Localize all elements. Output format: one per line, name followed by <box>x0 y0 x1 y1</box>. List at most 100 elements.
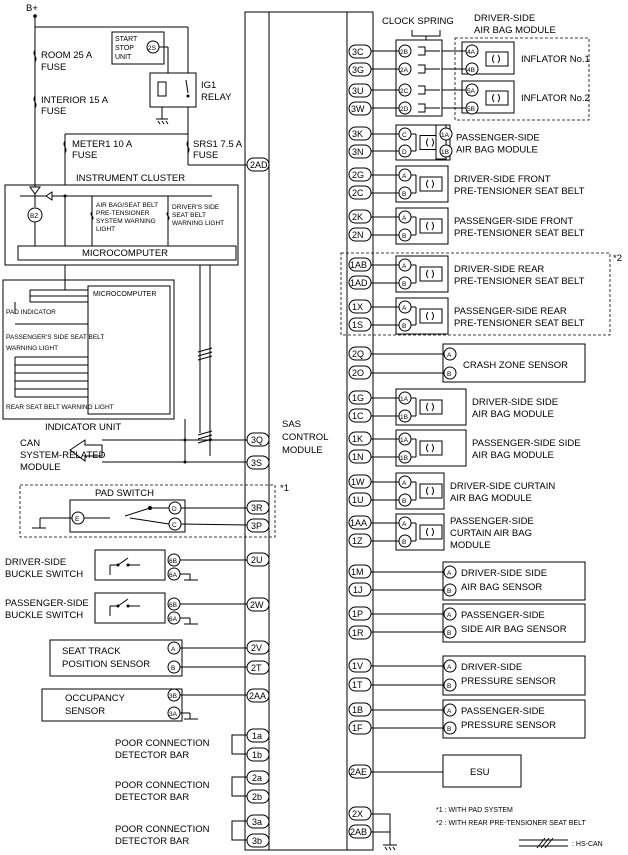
interior-fuse-icon <box>33 95 37 109</box>
svg-text:ESU: ESU <box>470 767 490 778</box>
svg-text:1X: 1X <box>352 302 363 312</box>
svg-text:2b: 2b <box>252 792 262 802</box>
svg-text:6B: 6B <box>169 558 177 565</box>
svg-text:A: A <box>402 263 407 270</box>
svg-text:1W: 1W <box>351 477 365 487</box>
pin-3U: 3U <box>348 83 372 98</box>
sas-label-1: SAS <box>282 419 301 430</box>
svg-text:PAD SWITCH: PAD SWITCH <box>95 488 154 499</box>
interior-fuse-label-1: INTERIOR 15 A <box>41 95 109 106</box>
svg-text:3Q: 3Q <box>251 435 263 445</box>
svg-text:UNIT: UNIT <box>115 54 132 61</box>
svg-text:B: B <box>402 281 406 288</box>
svg-text:DRIVER-SIDE: DRIVER-SIDE <box>474 13 535 24</box>
room-fuse-label-1: ROOM 25 A <box>41 50 93 61</box>
svg-text:2C: 2C <box>400 88 409 95</box>
svg-text:POOR CONNECTION: POOR CONNECTION <box>115 738 210 749</box>
svg-text:PASSENGER-SIDE: PASSENGER-SIDE <box>461 706 545 717</box>
power-supply: B+ ROOM 25 A FUSE INTERIOR 15 A FUSE STA… <box>26 3 247 196</box>
svg-text:DETECTOR BAR: DETECTOR BAR <box>115 750 189 761</box>
svg-text:1B: 1B <box>400 414 408 421</box>
svg-text:A: A <box>447 352 452 359</box>
svg-text:A: A <box>402 215 407 222</box>
svg-text:3N: 3N <box>352 147 364 157</box>
svg-text:2a: 2a <box>252 773 262 783</box>
pin-1N: 1N <box>348 449 372 464</box>
svg-text:1R: 1R <box>352 628 364 638</box>
svg-text:PASSENGER-SIDE REAR: PASSENGER-SIDE REAR <box>454 306 567 317</box>
svg-text:1B: 1B <box>441 149 449 156</box>
svg-text:2U: 2U <box>251 555 263 565</box>
svg-text:MICROCOMPUTER: MICROCOMPUTER <box>82 248 168 259</box>
pin-1F: 1F <box>348 720 372 735</box>
pin-1M: 1M <box>348 564 372 579</box>
can-arrow-icon <box>69 439 103 462</box>
svg-text:CRASH ZONE SENSOR: CRASH ZONE SENSOR <box>463 360 568 371</box>
svg-text:MODULE: MODULE <box>20 462 61 473</box>
svg-text:B: B <box>402 191 406 198</box>
interior-fuse-label-2: FUSE <box>41 106 66 117</box>
pin-3b: 3b <box>246 833 270 848</box>
inflator-2-icon <box>485 90 509 106</box>
svg-text:SYSTEM WARNING: SYSTEM WARNING <box>96 218 156 225</box>
svg-text:3S: 3S <box>251 458 262 468</box>
svg-text:1S: 1S <box>352 320 363 330</box>
note-2: *2 : WITH REAR PRE-TENSIONER SEAT BELT <box>436 820 586 827</box>
svg-text:1M: 1M <box>351 567 364 577</box>
svg-text:2AA: 2AA <box>249 691 266 701</box>
svg-text:A: A <box>402 480 407 487</box>
svg-text:IG1: IG1 <box>201 80 216 91</box>
svg-text:1J: 1J <box>353 585 363 595</box>
svg-text:1U: 1U <box>352 495 364 505</box>
poor-connection-bar-3: POOR CONNECTION DETECTOR BAR <box>115 820 247 847</box>
svg-text:5B: 5B <box>467 106 475 113</box>
svg-text:1K: 1K <box>352 434 363 444</box>
svg-text:B: B <box>447 683 451 690</box>
driver-belt-light-icon <box>166 211 170 221</box>
ground-2x-2ab <box>371 813 397 851</box>
svg-text:3b: 3b <box>252 836 262 846</box>
svg-text:DRIVER-SIDE SIDE: DRIVER-SIDE SIDE <box>461 568 547 579</box>
pin-1a: 1a <box>246 728 270 743</box>
svg-text:BZ: BZ <box>30 213 38 220</box>
svg-text:2B: 2B <box>400 49 408 56</box>
svg-text:A: A <box>402 305 407 312</box>
svg-text:3W: 3W <box>351 104 365 114</box>
svg-text:PRESSURE SENSOR: PRESSURE SENSOR <box>461 720 556 731</box>
rear-pretensioner-dashed-box <box>340 252 611 336</box>
svg-text:DRIVER-SIDE: DRIVER-SIDE <box>5 557 66 568</box>
b-plus-label: B+ <box>26 3 38 14</box>
svg-text:3A: 3A <box>169 711 178 718</box>
svg-text:1A: 1A <box>441 132 450 139</box>
poor-connection-bar-2: POOR CONNECTION DETECTOR BAR <box>115 776 247 803</box>
right-pins: 3C 3G 3U 3W 3K 3N 2G 2C 2K 2N 1AB 1AD 1X… <box>348 44 372 839</box>
driver-buckle-switch: DRIVER-SIDE BUCKLE SWITCH 6B 6A <box>5 549 247 581</box>
svg-text:1A: 1A <box>400 437 409 444</box>
svg-text:1B: 1B <box>352 705 363 715</box>
svg-text:2G: 2G <box>352 170 364 180</box>
svg-text:CURTAIN AIR BAG: CURTAIN AIR BAG <box>450 528 532 539</box>
svg-text:PRE-TENSIONER: PRE-TENSIONER <box>96 210 150 217</box>
svg-text:B: B <box>171 665 175 672</box>
svg-text:1b: 1b <box>252 750 262 760</box>
svg-text:: HS-CAN: : HS-CAN <box>572 841 603 848</box>
svg-text:PRE-TENSIONER SEAT BELT: PRE-TENSIONER SEAT BELT <box>454 276 585 287</box>
esu-module: ESU <box>371 754 522 788</box>
svg-text:FUSE: FUSE <box>72 150 97 161</box>
svg-text:MODULE: MODULE <box>450 540 491 551</box>
svg-text:AIR BAG SENSOR: AIR BAG SENSOR <box>461 582 542 593</box>
svg-text:2V: 2V <box>251 643 262 653</box>
pin-2U: 2U <box>246 552 270 567</box>
hs-can-twist-icon <box>536 837 554 849</box>
svg-text:INFLATOR No.1: INFLATOR No.1 <box>521 54 590 65</box>
pin-2T: 2T <box>246 660 270 675</box>
svg-text:DRIVER-SIDE: DRIVER-SIDE <box>461 662 522 673</box>
svg-text:2AE: 2AE <box>350 767 367 777</box>
airbag-warning-light-icon <box>90 211 94 221</box>
note-1: *1 : WITH PAD SYSTEM <box>436 807 513 814</box>
